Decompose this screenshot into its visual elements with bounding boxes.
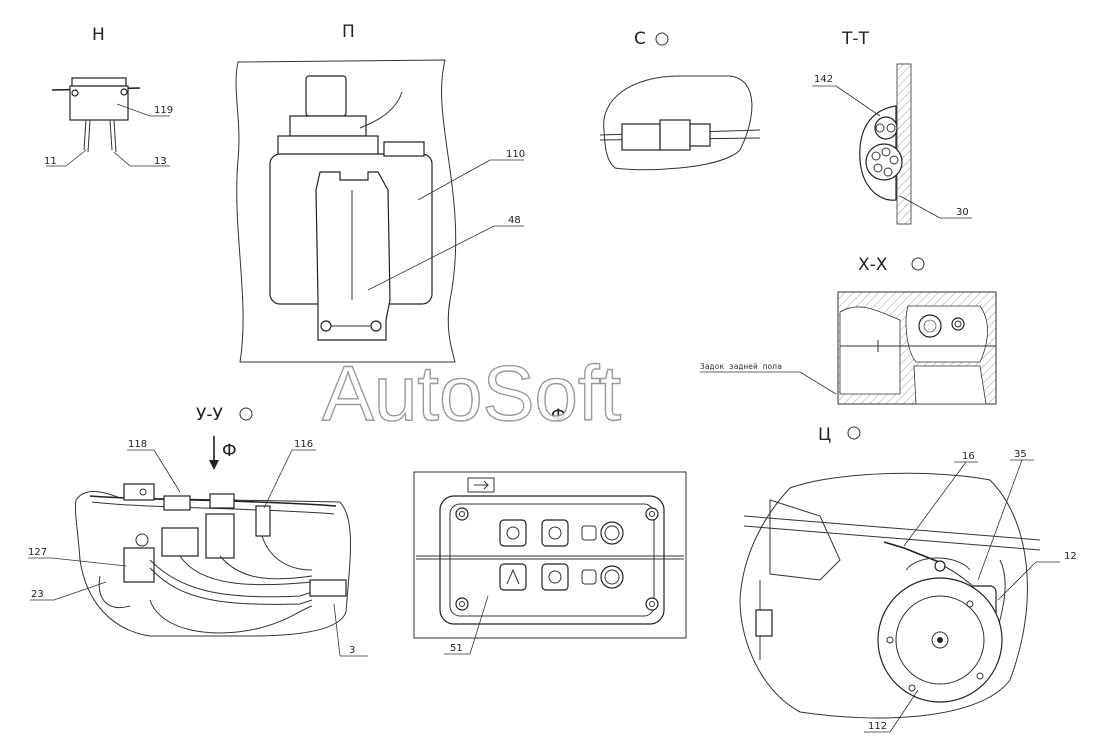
fuse-holder	[51, 77, 141, 153]
callout-16: 16	[962, 451, 975, 462]
view-p-title: П	[342, 22, 355, 42]
view-tt: Т-Т 142 30	[812, 29, 972, 225]
view-n-title: Н	[92, 25, 105, 45]
connector	[599, 119, 761, 151]
callout-127: 127	[28, 547, 47, 558]
callout-3: 3	[349, 645, 355, 656]
motor-assembly	[743, 499, 1041, 703]
view-uu-arrow-label: Ф	[222, 441, 237, 461]
view-tt-title: Т-Т	[841, 29, 870, 49]
view-f-title: Ф	[551, 406, 566, 426]
view-s: С	[599, 29, 761, 171]
callout-13: 13	[154, 156, 167, 167]
callout-48: 48	[508, 215, 521, 226]
callout-51: 51	[450, 643, 463, 654]
view-xx-title: Х-Х	[858, 255, 888, 275]
view-ts: Ц 16 35	[739, 425, 1077, 733]
view-f: Ф	[413, 406, 687, 655]
view-p: П 110 48	[235, 22, 525, 363]
washer-tank	[269, 75, 433, 341]
view-n: Н 119 11 13	[44, 25, 173, 167]
callout-35: 35	[1014, 449, 1027, 460]
callout-23: 23	[31, 589, 44, 600]
callout-11: 11	[44, 156, 57, 167]
view-uu-title: У-У	[196, 405, 223, 425]
switch-panel	[416, 495, 684, 625]
callout-142: 142	[814, 74, 833, 85]
view-xx: Х-Х Задок задней пола	[700, 255, 997, 405]
callout-30: 30	[956, 207, 969, 218]
callout-118: 118	[128, 439, 147, 450]
watermark: AutoSoft	[322, 349, 622, 437]
cable-clip	[859, 105, 903, 201]
callout-119: 119	[154, 105, 173, 116]
xx-note-label: Задок задней пола	[700, 362, 782, 371]
relay-block	[89, 483, 347, 634]
callout-112: 112	[868, 721, 887, 732]
view-s-title: С	[634, 29, 646, 49]
callout-12: 12	[1064, 551, 1077, 562]
view-uu: У-У Ф 118	[28, 405, 368, 657]
callout-110: 110	[506, 149, 525, 160]
callout-116: 116	[294, 439, 313, 450]
view-ts-title: Ц	[818, 425, 831, 445]
